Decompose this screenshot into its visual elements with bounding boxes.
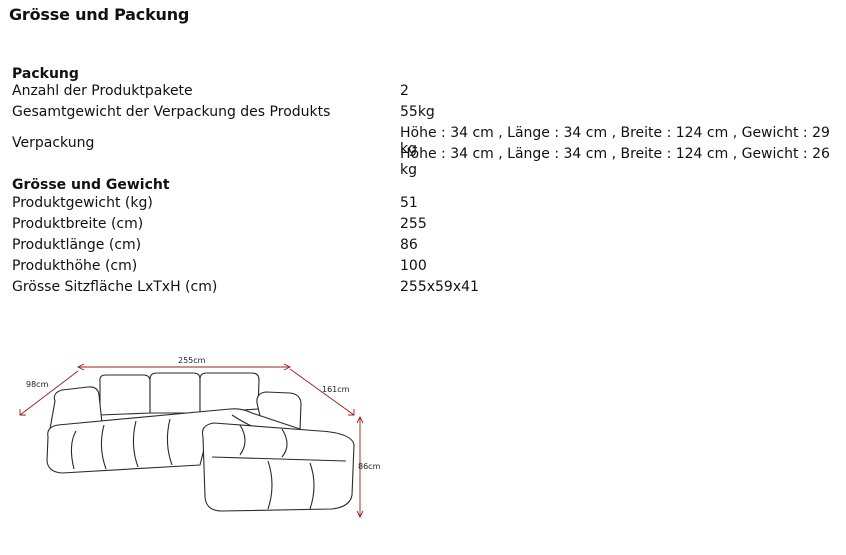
back-cushion-right bbox=[199, 372, 260, 414]
row-value-seat-size: 255x59x41 bbox=[400, 279, 479, 295]
row-label-product-length: Produktlänge (cm) bbox=[12, 237, 142, 253]
chaise-segment bbox=[309, 462, 315, 510]
row-label-packaging: Verpackung bbox=[12, 135, 95, 151]
sofa-outline bbox=[46, 372, 355, 512]
chaise-segment bbox=[267, 460, 273, 510]
width-arrow-left bbox=[76, 363, 85, 371]
row-label-package-weight: Gesamtgewicht der Verpackung des Produkt… bbox=[12, 104, 331, 120]
row-value-package-count: 2 bbox=[400, 83, 409, 99]
seat-segment bbox=[70, 430, 77, 470]
width-arrow-right bbox=[283, 363, 292, 371]
height-label: 86cm bbox=[358, 462, 381, 471]
row-label-package-count: Anzahl der Produktpakete bbox=[12, 83, 193, 99]
row-value-packaging-1: Höhe : 34 cm , Länge : 34 cm , Breite : … bbox=[400, 125, 830, 157]
dimension-lines bbox=[19, 363, 364, 519]
back-cushion-left bbox=[99, 374, 151, 416]
sofa-dimension-drawing: 255cm 98cm 161cm 86cm bbox=[19, 356, 381, 519]
depth-label: 98cm bbox=[26, 380, 49, 389]
depth-dimension-line bbox=[19, 370, 79, 416]
row-value-package-weight: 55kg bbox=[400, 104, 435, 120]
row-label-product-weight: Produktgewicht (kg) bbox=[12, 195, 153, 211]
page-title: Grösse und Packung bbox=[9, 5, 190, 24]
dimension-labels: 255cm 98cm 161cm 86cm bbox=[26, 356, 381, 471]
height-arrow-top bbox=[356, 415, 364, 424]
row-label-product-width: Produktbreite (cm) bbox=[12, 216, 144, 232]
seat-segment bbox=[166, 418, 173, 466]
depth-arrow bbox=[19, 409, 26, 416]
chaise bbox=[201, 422, 355, 512]
row-label-product-height: Produkthöhe (cm) bbox=[12, 258, 138, 274]
row-value-product-weight: 51 bbox=[400, 195, 418, 211]
packaging-heading: Packung bbox=[12, 66, 79, 82]
row-label-seat-size: Grösse Sitzfläche LxTxH (cm) bbox=[12, 279, 218, 295]
seat-segment bbox=[132, 420, 139, 468]
size-weight-heading: Grösse und Gewicht bbox=[12, 177, 170, 193]
chaise-segment bbox=[211, 456, 347, 462]
row-value-product-width: 255 bbox=[400, 216, 427, 232]
back-cushion-middle bbox=[149, 372, 201, 414]
seat-segment bbox=[100, 424, 107, 470]
chaise-segment bbox=[281, 428, 288, 458]
row-value-packaging-2: Höhe : 34 cm , Länge : 34 cm , Breite : … bbox=[400, 146, 830, 178]
chaise-arrow bbox=[348, 409, 355, 416]
width-label: 255cm bbox=[178, 356, 206, 365]
chaise-segment bbox=[239, 424, 246, 456]
height-arrow-bottom bbox=[356, 510, 364, 519]
chaise-dimension-line bbox=[289, 368, 355, 416]
chaise-label: 161cm bbox=[322, 385, 350, 394]
row-value-product-height: 100 bbox=[400, 258, 427, 274]
row-value-product-length: 86 bbox=[400, 237, 418, 253]
